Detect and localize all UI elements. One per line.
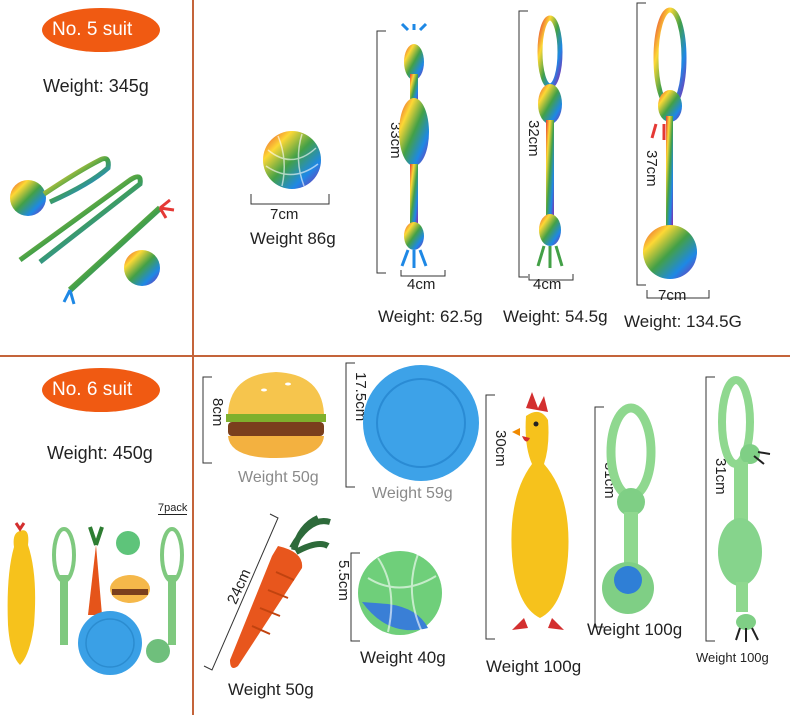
green-ball-dimension: 5.5cm	[335, 560, 352, 601]
knot-rope-length-line	[376, 30, 386, 274]
burger-toy-image	[226, 372, 326, 458]
rainbow-rope-ball-image	[263, 131, 321, 189]
green-rope-dimension-line	[705, 376, 715, 642]
knot-rope-width-line	[400, 270, 446, 277]
green-rope-weight: Weight 100g	[696, 650, 769, 665]
knot-rope-image	[399, 22, 429, 268]
suit5-overview-image	[10, 156, 175, 305]
burger-weight: Weight 50g	[238, 469, 319, 486]
ball-weight: Weight 86g	[250, 229, 336, 248]
frisbee-weight: Weight 59g	[372, 485, 453, 502]
chicken-weight: Weight 100g	[486, 657, 582, 676]
frisbee-toy-image	[363, 365, 479, 481]
chicken-toy-image	[511, 392, 569, 630]
suit5-badge: No. 5 suit	[42, 8, 160, 52]
ball-rope-image	[643, 7, 697, 279]
loop-rope-width: 4cm	[533, 276, 562, 293]
loop-rope-weight: Weight: 54.5g	[503, 307, 608, 326]
ball-dimension: 7cm	[270, 206, 299, 223]
pack-label: 7pack	[158, 502, 188, 515]
ball-rope-length-line	[636, 2, 646, 286]
horizontal-divider	[0, 355, 790, 357]
suit6-total-weight: Weight: 450g	[47, 443, 153, 463]
burger-dimension-line	[202, 376, 212, 464]
frisbee-dimension-line	[345, 362, 355, 488]
chicken-dimension-line	[485, 394, 495, 640]
carrot-weight: Weight 50g	[228, 680, 314, 699]
suit5-badge-label: No. 5 suit	[52, 19, 133, 40]
rope-ball-toy-weight: Weight 100g	[587, 620, 683, 639]
ball-rope-width-line	[646, 290, 710, 299]
vertical-divider-top	[192, 0, 194, 356]
rope-ball-toy-dimension-line	[594, 406, 604, 628]
carrot-dimension-line	[203, 513, 279, 671]
knot-rope-width: 4cm	[407, 276, 436, 293]
green-rope-image	[718, 376, 771, 642]
pack-label-text: 7pack	[158, 502, 188, 514]
knot-rope-weight: Weight: 62.5g	[378, 307, 483, 326]
loop-rope-image	[536, 15, 564, 268]
loop-rope-width-line	[528, 274, 574, 281]
green-ball-weight: Weight 40g	[360, 648, 446, 667]
carrot-toy-image	[230, 515, 331, 668]
ball-rope-width: 7cm	[658, 287, 687, 304]
green-ball-toy-image	[358, 551, 442, 635]
suit5-total-weight: Weight: 345g	[43, 76, 149, 96]
ball-dimension-line	[250, 194, 330, 205]
rope-ball-toy-image	[602, 403, 656, 614]
green-ball-dimension-line	[350, 552, 360, 642]
loop-rope-length-line	[518, 10, 528, 278]
vertical-divider-bottom	[192, 357, 194, 715]
ball-rope-weight: Weight: 134.5G	[624, 312, 742, 331]
suit6-badge: No. 6 suit	[42, 368, 160, 412]
suit6-badge-label: No. 6 suit	[52, 379, 133, 400]
suit6-overview-image	[7, 522, 184, 675]
